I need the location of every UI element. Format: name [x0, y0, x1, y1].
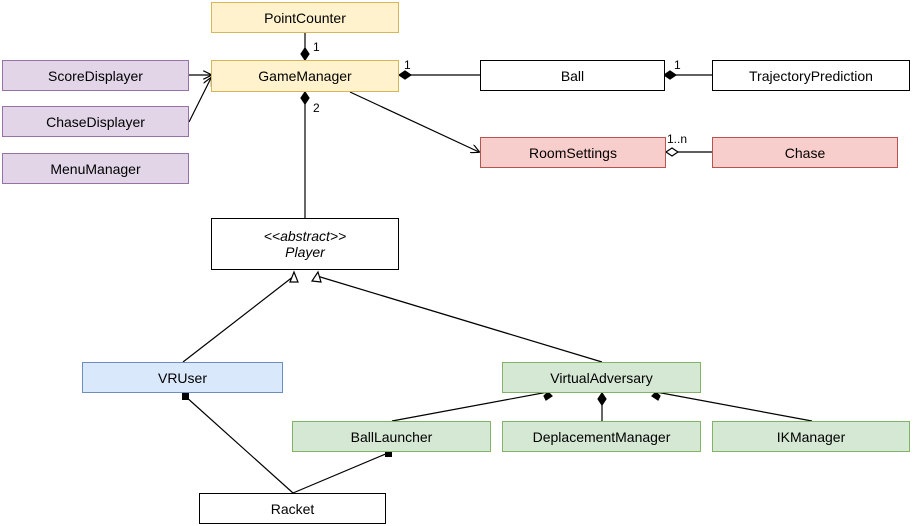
diamond-virtualadversary-ikmanager [651, 391, 661, 401]
class-label: MenuManager [50, 160, 141, 177]
class-pointcounter[interactable]: PointCounter [211, 2, 399, 33]
edge-chasedisplayer-gamemanager [188, 78, 211, 123]
class-scoredisplayer[interactable]: ScoreDisplayer [2, 60, 189, 91]
class-label: Racket [270, 500, 315, 517]
class-label: VirtualAdversary [550, 369, 653, 386]
class-label: PointCounter [264, 9, 346, 26]
inheritance-triangle-virtualadversary [310, 270, 322, 283]
diamond-ball-trajectory [662, 70, 678, 80]
class-label: Ball [560, 67, 585, 84]
multiplicity-gm-pointcounter: 1 [313, 40, 320, 54]
class-label: TrajectoryPrediction [749, 67, 873, 84]
class-label: IKManager [776, 428, 846, 445]
class-ball[interactable]: Ball [480, 60, 665, 91]
class-label: BallLauncher [350, 428, 433, 445]
class-label: RoomSettings [529, 144, 617, 161]
edge-vruser-player [182, 275, 295, 363]
multiplicity-ball-trajectory: 1 [674, 58, 681, 72]
class-label: ChaseDisplayer [46, 113, 145, 130]
class-label: Player [285, 244, 325, 260]
class-player[interactable]: <<abstract>> Player [211, 218, 399, 270]
class-label: VRUser [157, 369, 207, 386]
diamond-gamemanager-ball [397, 70, 413, 80]
edge-virtualadversary-player [316, 275, 603, 363]
multiplicity-room-chase: 1..n [667, 132, 688, 146]
inheritance-triangle-vruser [289, 270, 299, 283]
class-gamemanager[interactable]: GameManager [211, 60, 399, 92]
class-trajectoryprediction[interactable]: TrajectoryPrediction [712, 60, 910, 91]
class-stereotype: <<abstract>> [263, 228, 347, 244]
diamond-gamemanager-pointcounter [300, 46, 310, 62]
class-chase[interactable]: Chase [712, 137, 898, 168]
diamond-virtualadversary-balllauncher [543, 391, 553, 401]
end-square-vruser [182, 393, 189, 400]
edge-balllauncher-racket [292, 452, 389, 494]
multiplicity-gm-ball: 1 [404, 58, 411, 72]
end-square-balllauncher [385, 450, 392, 457]
class-label: DeplacementManager [532, 428, 671, 445]
edge-virtualadversary-balllauncher [391, 391, 549, 422]
class-racket[interactable]: Racket [199, 493, 386, 524]
class-roomsettings[interactable]: RoomSettings [480, 137, 666, 168]
diamond-roomsettings-chase [664, 147, 680, 157]
diamond-gamemanager-player [300, 90, 310, 106]
class-virtualadversary[interactable]: VirtualAdversary [502, 362, 701, 393]
edge-gamemanager-roomsettings [349, 91, 479, 152]
class-chasedisplayer[interactable]: ChaseDisplayer [2, 106, 189, 137]
class-vruser[interactable]: VRUser [82, 362, 283, 393]
class-menumanager[interactable]: MenuManager [2, 153, 189, 184]
diamond-virtualadversary-deplacement [597, 391, 607, 407]
class-label: Chase [784, 144, 826, 161]
class-balllauncher[interactable]: BallLauncher [292, 421, 491, 452]
edge-virtualadversary-ikmanager [655, 391, 813, 422]
class-label: ScoreDisplayer [48, 67, 143, 84]
class-label: GameManager [258, 68, 352, 84]
edge-vruser-racket [184, 395, 294, 494]
multiplicity-gm-player: 2 [313, 101, 320, 115]
class-deplacementmanager[interactable]: DeplacementManager [502, 421, 701, 452]
class-ikmanager[interactable]: IKManager [712, 421, 910, 452]
